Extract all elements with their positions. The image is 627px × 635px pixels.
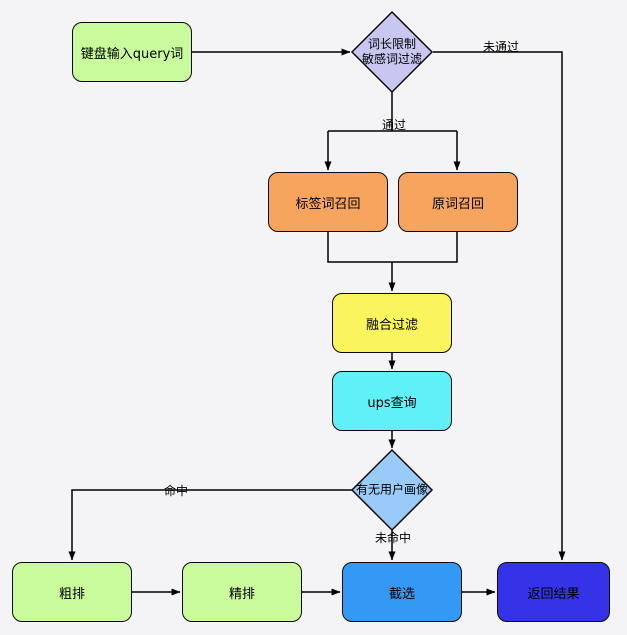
node-keyboard-input[interactable]: 键盘输入query词: [72, 22, 192, 82]
decision-label-line1: 词长限制: [367, 37, 417, 51]
node-label: 粗排: [58, 586, 85, 602]
edge-label-miss: 未命中: [374, 531, 412, 545]
node-label: 标签词召回: [295, 196, 361, 212]
node-label: 截选: [388, 586, 415, 602]
decision-label-word-filter: 词长限制 敏感词过滤: [362, 37, 422, 67]
node-tag-word-recall[interactable]: 标签词召回: [268, 172, 388, 232]
node-return-result[interactable]: 返回结果: [497, 562, 610, 622]
edge-label-not-passed: 未通过: [482, 40, 520, 54]
node-label: ups查询: [367, 395, 417, 411]
node-label: 融合过滤: [365, 317, 418, 333]
connector-filter-notpassed-to-return: [433, 51, 566, 561]
decision-label-line2: 敏感词过滤: [361, 52, 423, 66]
node-truncate-select[interactable]: 截选: [342, 562, 462, 622]
node-fine-rank[interactable]: 精排: [182, 562, 302, 622]
decision-diamond-user-profile[interactable]: [350, 448, 434, 532]
edge-label-passed: 通过: [381, 118, 407, 132]
decision-label-user-profile: 有无用户画像: [355, 482, 429, 497]
node-label: 键盘输入query词: [80, 46, 184, 62]
connector-recalls-merge: [327, 232, 458, 263]
node-merge-filter[interactable]: 融合过滤: [332, 293, 452, 353]
edge-label-hit: 命中: [163, 484, 189, 498]
node-label: 返回结果: [527, 586, 580, 602]
decision-diamond-word-filter[interactable]: [350, 10, 434, 94]
connector-profile-hit-to-coarse: [68, 489, 352, 561]
node-coarse-rank[interactable]: 粗排: [12, 562, 132, 622]
node-original-word-recall[interactable]: 原词召回: [398, 172, 518, 232]
node-label: 原词召回: [431, 196, 484, 212]
node-ups-query[interactable]: ups查询: [332, 371, 452, 431]
node-label: 精排: [228, 586, 255, 602]
